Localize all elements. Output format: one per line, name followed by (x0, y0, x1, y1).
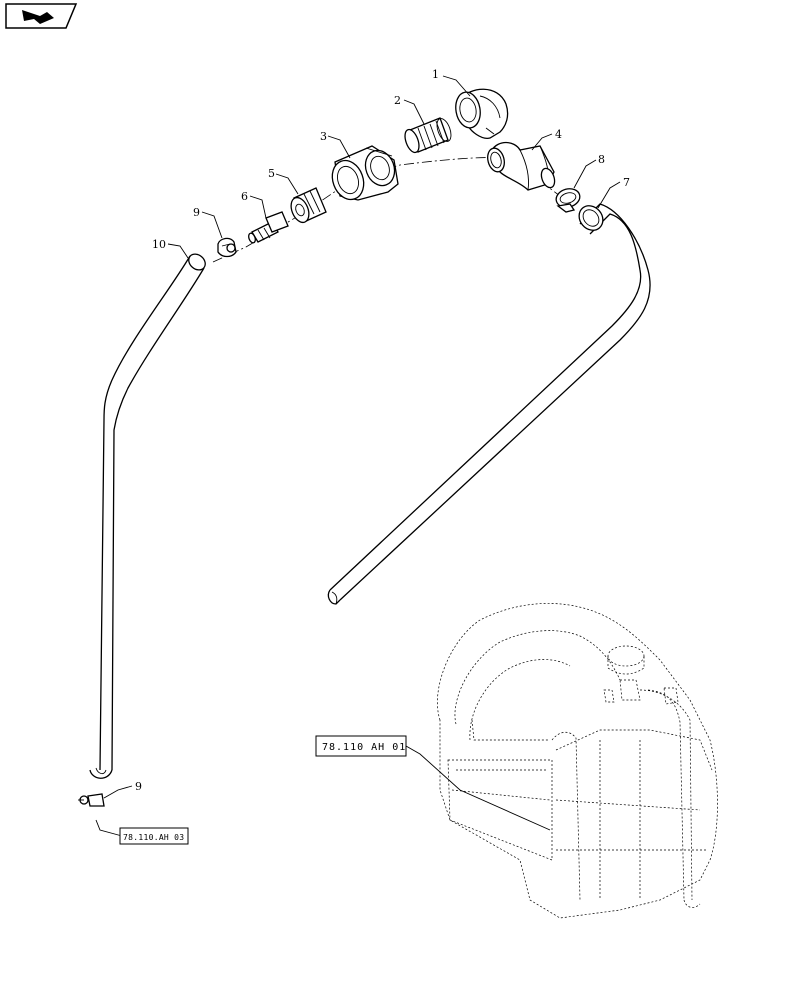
tee-fitting-3 (331, 145, 399, 201)
callout-7: 7 (623, 176, 630, 189)
hose-clamp-9-top (217, 237, 237, 258)
elbow-fitting-1 (455, 88, 509, 139)
nav-button[interactable] (5, 3, 78, 29)
callout-1: 1 (432, 68, 439, 81)
callout-5: 5 (268, 167, 275, 180)
callout-leaders (95, 75, 621, 837)
callout-2: 2 (394, 94, 401, 107)
hose-clamp-8 (555, 188, 581, 213)
tank-assembly (437, 603, 718, 919)
nipple-fitting-2 (404, 117, 452, 154)
callout-4: 4 (555, 128, 562, 141)
bushing-fitting-5 (290, 187, 327, 224)
hose-clamp-9-bottom (78, 793, 105, 807)
forward-arrow-icon (22, 10, 54, 24)
callout-10: 10 (152, 238, 166, 251)
hose-reference-link[interactable]: 78.110.AH 03 (119, 827, 189, 845)
callout-8: 8 (598, 153, 605, 166)
barb-elbow-4 (487, 141, 556, 191)
hose-reference-label: 78.110.AH 03 (123, 833, 184, 842)
callout-6: 6 (241, 190, 248, 203)
hose-barb-6 (248, 211, 289, 244)
callout-9-bottom: 9 (135, 780, 142, 793)
hose-10 (89, 253, 206, 779)
callout-9-top: 9 (193, 206, 200, 219)
callout-3: 3 (320, 130, 327, 143)
hose-7 (327, 203, 651, 605)
tank-reference-label: 78.110 AH 01 (322, 742, 406, 753)
tank-reference-link[interactable]: 78.110 AH 01 (315, 735, 407, 757)
